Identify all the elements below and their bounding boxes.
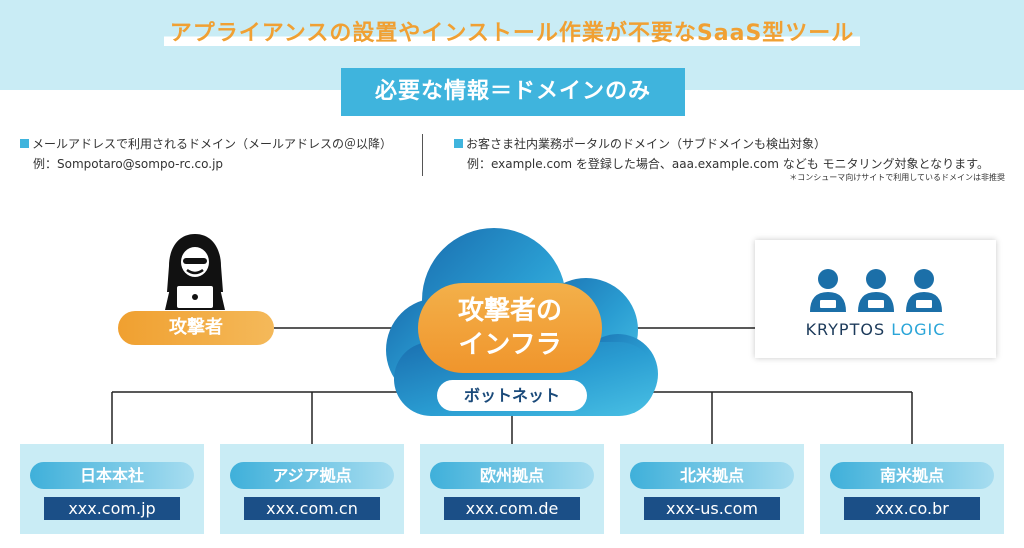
- note-right: お客さま社内業務ポータルのドメイン（サブドメインも検出対象） 例：example…: [454, 134, 989, 174]
- branch-name: 日本本社: [30, 462, 194, 489]
- bullet-square-icon: [454, 139, 463, 148]
- bullet-square-icon: [20, 139, 29, 148]
- branch-domain: xxx.com.jp: [44, 497, 180, 520]
- branch-japan-hq: 日本本社 xxx.com.jp: [20, 444, 204, 534]
- branch-domain: xxx.com.de: [444, 497, 580, 520]
- note-left: メールアドレスで利用されるドメイン（メールアドレスの＠以降） 例：Sompota…: [20, 134, 392, 174]
- attacker-pill: 攻撃者: [118, 311, 274, 345]
- branch-name: 欧州拠点: [430, 462, 594, 489]
- note-right-title: お客さま社内業務ポータルのドメイン（サブドメインも検出対象）: [466, 137, 827, 151]
- footnote: ＊コンシューマ向けサイトで利用しているドメインは非推奨: [789, 173, 1005, 182]
- headline-text: アプライアンスの設置やインストール作業が不要なSaaS型ツール: [163, 21, 861, 46]
- infra-label-line1: 攻撃者の: [457, 296, 562, 326]
- branch-name: アジア拠点: [230, 462, 394, 489]
- branch-europe: 欧州拠点 xxx.com.de: [420, 444, 604, 534]
- branch-asia: アジア拠点 xxx.com.cn: [220, 444, 404, 534]
- branch-north-america: 北米拠点 xxx-us.com: [620, 444, 804, 534]
- note-right-example: 例：example.com を登録した場合、aaa.example.com など…: [467, 157, 989, 171]
- note-left-example: 例：Sompotaro@sompo-rc.co.jp: [33, 157, 224, 171]
- kryptos-logo-word2: LOGIC: [891, 320, 946, 339]
- note-left-title: メールアドレスで利用されるドメイン（メールアドレスの＠以降）: [32, 137, 393, 151]
- branch-domain: xxx.com.cn: [244, 497, 380, 520]
- branch-domain: xxx-us.com: [644, 497, 780, 520]
- infra-pill: 攻撃者の インフラ: [418, 283, 602, 373]
- headline: アプライアンスの設置やインストール作業が不要なSaaS型ツール: [0, 15, 1024, 47]
- hacker-icon: [165, 234, 225, 310]
- branch-domain: xxx.co.br: [844, 497, 980, 520]
- branch-south-america: 南米拠点 xxx.co.br: [820, 444, 1004, 534]
- botnet-pill: ボットネット: [437, 380, 587, 411]
- requirement-box: 必要な情報＝ドメインのみ: [341, 68, 685, 116]
- branch-name: 北米拠点: [630, 462, 794, 489]
- kryptos-logo: KRYPTOS LOGIC: [755, 320, 996, 339]
- infra-label-line2: インフラ: [458, 330, 562, 360]
- kryptos-logo-word1: KRYPTOS: [805, 320, 886, 339]
- branch-name: 南米拠点: [830, 462, 994, 489]
- kryptos-logic-card: KRYPTOS LOGIC: [755, 240, 996, 358]
- person-icon: [810, 269, 942, 312]
- note-divider: [422, 134, 423, 176]
